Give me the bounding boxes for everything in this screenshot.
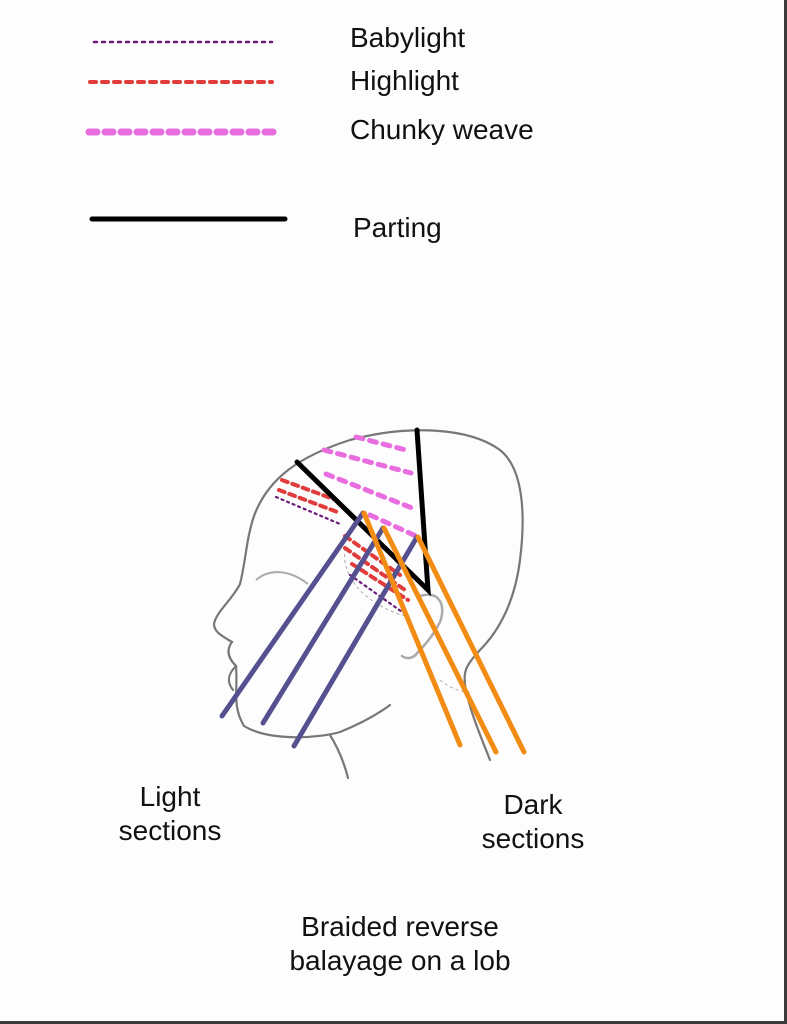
chunky-weave-lines: [321, 434, 419, 539]
legend-label-chunky-weave: Chunky weave: [350, 114, 534, 145]
chunky-weave-line: [323, 471, 415, 511]
legend-label-babylight: Babylight: [350, 22, 466, 53]
light-sections-line-1: Light: [139, 781, 201, 812]
light-sections-line-2: sections: [118, 814, 222, 846]
neck-front: [328, 733, 350, 780]
dark-sections-line-2: sections: [481, 822, 585, 854]
caption-line-2: balayage on a lob: [289, 944, 511, 976]
light-section-line: [260, 525, 386, 726]
highlight-line: [277, 488, 342, 515]
dark-sections-label: Dark sections: [468, 788, 598, 855]
dark-section-line: [361, 510, 463, 748]
highlight-line: [343, 534, 402, 577]
babylight-line: [274, 495, 342, 526]
chunky-weave-line: [367, 512, 419, 539]
skull-and-face: [212, 429, 524, 762]
jaw: [234, 664, 392, 739]
dark-section-line: [415, 534, 527, 755]
light-section-line: [219, 510, 366, 719]
ear: [400, 593, 444, 660]
brow: [255, 571, 309, 585]
diagram-caption: Braided reverse balayage on a lob: [260, 910, 540, 977]
light-section-lines: [219, 510, 420, 749]
babylight-line: [348, 573, 407, 616]
dark-section-line: [381, 525, 499, 755]
parting-line: [294, 427, 431, 597]
legend-label-parting: Parting: [353, 212, 442, 243]
dark-section-lines: [361, 510, 527, 755]
chunky-weave-line: [321, 447, 414, 476]
dark-sections-line-1: Dark: [503, 789, 563, 820]
highlight-line: [280, 478, 338, 502]
chunky-weave-line: [353, 434, 409, 453]
light-sections-label: Light sections: [105, 780, 235, 847]
babylight-lines: [274, 495, 407, 616]
light-section-line: [291, 534, 420, 749]
legend-label-highlight: Highlight: [350, 65, 459, 96]
head-outline: [212, 429, 524, 780]
caption-line-1: Braided reverse: [301, 911, 499, 942]
